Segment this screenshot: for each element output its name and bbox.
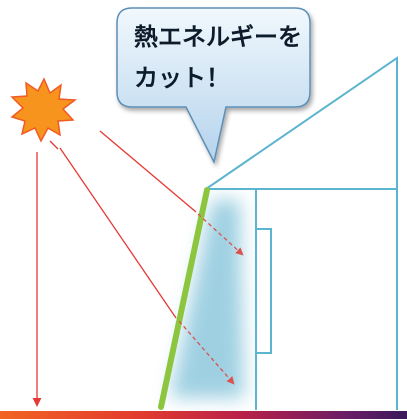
ray-to-window-upper xyxy=(99,130,197,213)
sun-icon xyxy=(10,77,78,143)
transmitted-rays xyxy=(178,213,244,385)
door-handle-panel xyxy=(255,228,272,354)
callout-line-1: 熱エネルギーを xyxy=(134,23,302,51)
window-film xyxy=(158,187,210,410)
dashed-ray-upper xyxy=(197,213,244,256)
roof-line xyxy=(205,56,398,410)
floor-strip xyxy=(0,411,407,419)
ray-left-short xyxy=(49,140,59,150)
house-outline xyxy=(205,56,398,410)
callout-line-2: カット！ xyxy=(134,64,230,92)
callout-bubble xyxy=(116,7,311,165)
ray-to-window-lower xyxy=(59,147,177,319)
cooling-glow xyxy=(170,200,244,398)
sun-rays xyxy=(32,130,197,407)
